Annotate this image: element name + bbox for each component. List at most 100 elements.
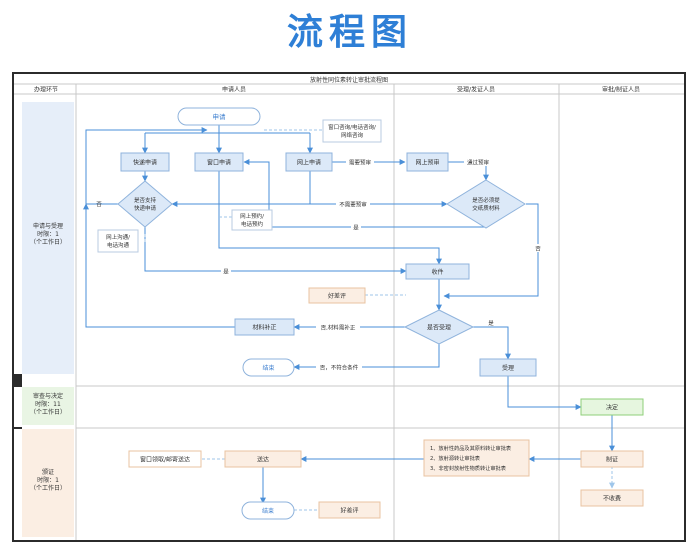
flowchart-diagram: 放射性同位素转让审批流程图 办理环节 申请人员 受理/发证人员 审批/制证人员 …: [14, 76, 684, 540]
phase-divider-mark: [14, 374, 22, 387]
edge-label-need-precheck: 需要预审: [349, 159, 372, 167]
decision-need-paper: 是否必须提 交纸质材料: [446, 179, 526, 229]
phase-bg-review: [22, 387, 74, 425]
edge-label-pass-precheck: 通过预审: [467, 159, 490, 167]
edge-no-precheck: [309, 171, 448, 207]
phase-label-review: 审查与决定 时限：11 （个工作日）: [30, 392, 66, 416]
svg-text:申请与受理: 申请与受理: [33, 222, 63, 230]
column-header-step: 办理环节: [34, 86, 58, 94]
svg-text:颁证: 颁证: [42, 468, 54, 476]
edge-need-paper-to-window: [243, 159, 487, 228]
svg-text:材料补正: 材料补正: [252, 324, 276, 332]
diagram-title: 放射性同位素转让审批流程图: [310, 76, 388, 84]
column-header-approver: 审批/制证人员: [602, 86, 640, 94]
node-deliver: 送达: [224, 450, 302, 468]
svg-text:窗口咨询/电话咨询/: 窗口咨询/电话咨询/: [328, 123, 376, 131]
node-good-review-1: 好差评: [308, 287, 366, 304]
node-online-precheck: 网上预审: [406, 152, 449, 172]
decision-express-support: 是否支持 快递申请: [117, 180, 173, 228]
edge-label-need-paper-no: 否: [535, 246, 541, 253]
svg-text:是否必须提: 是否必须提: [472, 196, 500, 204]
svg-text:受理: 受理: [502, 364, 514, 372]
node-end-1: 结束: [242, 358, 295, 377]
node-online-comm: 网上沟通/ 电话沟通: [97, 229, 139, 253]
svg-text:收件: 收件: [431, 268, 443, 276]
node-online-reserve: 网上预约/ 电话预约: [231, 209, 273, 231]
node-certificates: 1、放射性药品及其原料转让审批表 2、放射源转让审批表 3、非密封放射性物质转让…: [423, 439, 530, 477]
edge-window-receive: [218, 171, 442, 265]
dash-no-charge: [597, 465, 615, 489]
svg-text:制证: 制证: [606, 456, 618, 464]
svg-text:时限：1: 时限：1: [37, 476, 59, 484]
edge-label-need-paper-yes: 是: [353, 225, 359, 232]
node-online-apply: 网上申请: [285, 152, 333, 172]
edge-express-yes: [144, 227, 407, 274]
connectors: [83, 125, 615, 504]
svg-text:决定: 决定: [606, 404, 618, 412]
phase-bg-apply: [22, 102, 74, 374]
node-decision: 决定: [580, 398, 644, 416]
svg-text:网上预约/: 网上预约/: [240, 212, 264, 220]
edge-not-meet: [293, 344, 440, 370]
svg-text:电话沟通: 电话沟通: [107, 241, 130, 249]
svg-text:窗口申请: 窗口申请: [207, 159, 231, 167]
edge-label-express-yes: 是: [223, 269, 229, 276]
page-title: 流程图: [286, 12, 413, 53]
table-grid: [14, 83, 684, 540]
svg-text:审查与决定: 审查与决定: [33, 392, 63, 400]
svg-text:窗口领取/邮寄送达: 窗口领取/邮寄送达: [140, 456, 190, 464]
svg-text:1、放射性药品及其原料转让审批表: 1、放射性药品及其原料转让审批表: [430, 444, 512, 452]
svg-text:不收费: 不收费: [603, 495, 621, 503]
svg-text:结束: 结束: [262, 364, 274, 372]
column-header-applicant: 申请人员: [222, 86, 246, 94]
svg-text:好差评: 好差评: [340, 507, 358, 515]
svg-text:结束: 结束: [262, 507, 274, 515]
svg-text:（个工作日）: （个工作日）: [30, 408, 66, 416]
phase-bg-issue: [22, 429, 74, 537]
svg-text:时限：11: 时限：11: [35, 400, 61, 408]
node-window-apply: 窗口申请: [194, 152, 244, 172]
svg-text:网上申请: 网上申请: [297, 159, 321, 167]
svg-text:送达: 送达: [257, 456, 269, 464]
svg-text:申请: 申请: [213, 112, 227, 121]
svg-text:网络咨询: 网络咨询: [341, 131, 364, 139]
dashed-connectors: [144, 129, 615, 511]
svg-text:交纸质材料: 交纸质材料: [472, 204, 500, 212]
svg-text:网上预审: 网上预审: [415, 159, 439, 167]
edge-label-no-precheck: 不需要预审: [339, 201, 367, 209]
svg-text:快递申请: 快递申请: [134, 204, 157, 212]
phase-label-issue: 颁证 时限：1 （个工作日）: [30, 468, 66, 492]
svg-text:是否受理: 是否受理: [427, 324, 451, 332]
edge-to-decision: [507, 376, 582, 410]
node-good-review-2: 好差评: [318, 501, 381, 519]
svg-text:（个工作日）: （个工作日）: [30, 238, 66, 246]
edge-label-not-meet: 否，不符合条件: [320, 364, 359, 372]
node-no-charge: 不收费: [580, 489, 644, 507]
phase-label-apply: 申请与受理 时限：1 （个工作日）: [30, 222, 66, 246]
flowchart-frame: 放射性同位素转让审批流程图 办理环节 申请人员 受理/发证人员 审批/制证人员 …: [12, 72, 686, 542]
edge-label-express-no: 否: [96, 201, 102, 208]
column-header-acceptor: 受理/发证人员: [457, 86, 495, 94]
decision-accept: 是否受理: [403, 309, 475, 345]
edge-label-accept-yes: 是: [488, 320, 494, 327]
svg-text:时限：1: 时限：1: [37, 230, 59, 238]
svg-text:快递申请: 快递申请: [133, 159, 157, 167]
edge-label-supplement: 否,材料需补正: [321, 324, 356, 332]
svg-text:2、放射源转让审批表: 2、放射源转让审批表: [430, 454, 481, 462]
svg-text:（个工作日）: （个工作日）: [30, 484, 66, 492]
node-receive: 收件: [405, 263, 470, 280]
node-make-cert: 制证: [580, 450, 644, 468]
svg-text:电话预约: 电话预约: [241, 220, 264, 228]
svg-text:是否支持: 是否支持: [134, 196, 157, 204]
svg-text:好差评: 好差评: [328, 292, 346, 300]
svg-text:网上沟通/: 网上沟通/: [106, 233, 130, 241]
edge-express-no: [85, 127, 208, 205]
edge-accept: [473, 326, 511, 360]
svg-text:3、非密封放射性物质转让审批表: 3、非密封放射性物质转让审批表: [430, 464, 507, 472]
node-apply: 申请: [177, 107, 261, 126]
edge-labels: 需要预审 通过预审 不需要预审 否 是 否 是 否,材料需补正 是 否，不符合条…: [96, 158, 542, 372]
node-consult: 窗口咨询/电话咨询/ 网络咨询: [322, 119, 382, 143]
node-window-pickup: 窗口领取/邮寄送达: [128, 450, 202, 468]
node-supplement: 材料补正: [234, 318, 295, 336]
edge-supplement-loop: [83, 203, 235, 328]
